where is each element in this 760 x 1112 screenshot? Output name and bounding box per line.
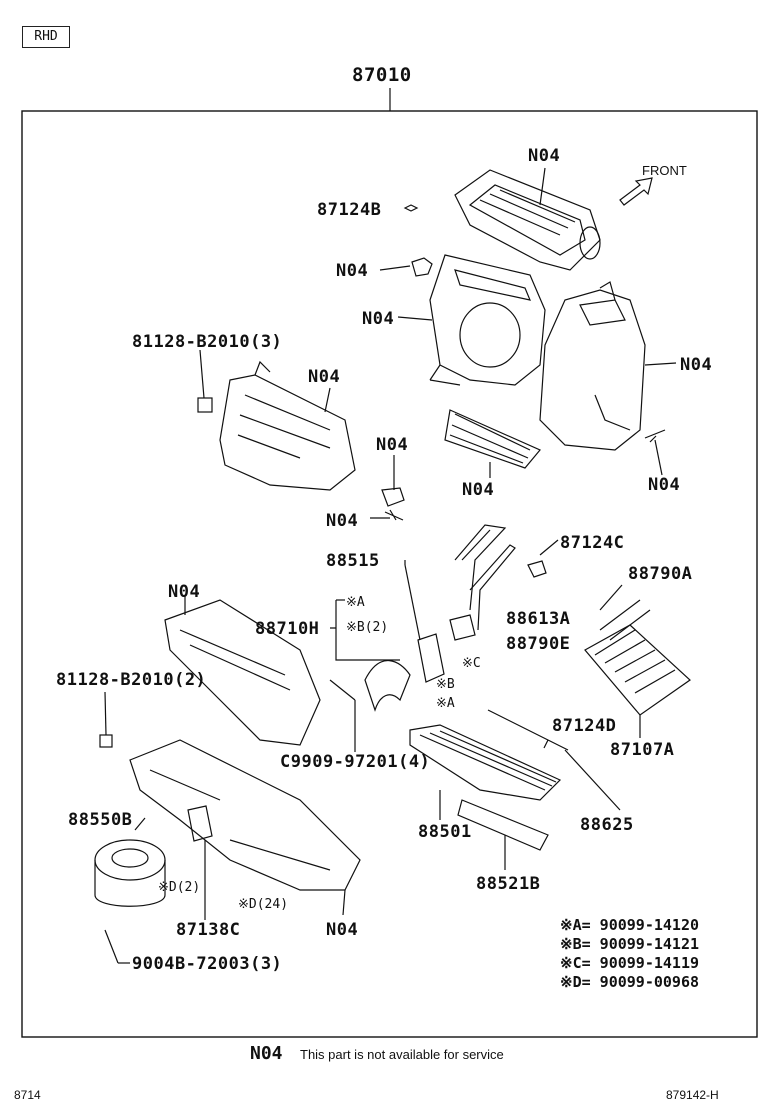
- ref-a-1: ※A: [346, 595, 365, 610]
- page-number-right: 879142-H: [666, 1088, 719, 1102]
- legend-row: ※B= 90099-14121: [560, 935, 700, 953]
- label-81128-b2010-2: 81128-B2010(2): [56, 670, 207, 690]
- duct-88710h: [364, 660, 411, 712]
- label-88710h: 88710H: [255, 619, 320, 639]
- label-n04-clip: N04: [336, 261, 369, 281]
- label-n04-top: N04: [528, 146, 561, 166]
- page-number-left: 8714: [14, 1088, 41, 1102]
- evaporator-88501: [409, 724, 562, 801]
- resistor-87138c: [187, 805, 213, 842]
- evaporator-part: [444, 409, 541, 469]
- ref-c: ※C: [462, 656, 481, 671]
- label-88515: 88515: [326, 551, 380, 571]
- ref-d-24: ※D(24): [238, 897, 289, 912]
- screw-n04-right: [644, 429, 666, 443]
- rhd-badge: RHD: [22, 26, 70, 48]
- legend-row: ※A= 90099-14120: [560, 916, 700, 934]
- actuator-n04: [381, 487, 405, 521]
- clip-87124c: [527, 560, 547, 578]
- label-n04-lower: N04: [648, 475, 681, 495]
- label-88550b: 88550B: [68, 810, 133, 830]
- label-81128-b2010-3: 81128-B2010(3): [132, 332, 283, 352]
- label-87107a: 87107A: [610, 740, 675, 760]
- left-case-part: [429, 254, 546, 386]
- label-87124d: 87124D: [552, 716, 617, 736]
- label-88501: 88501: [418, 822, 472, 842]
- label-n04-duct: N04: [168, 582, 201, 602]
- label-n04-filter-case: N04: [462, 480, 495, 500]
- label-87124c: 87124C: [560, 533, 625, 553]
- label-n04-right-case: N04: [680, 355, 713, 375]
- label-9004b-72003-3: 9004B-72003(3): [132, 954, 283, 974]
- label-n04-blower: N04: [326, 920, 359, 940]
- ref-b: ※B: [436, 677, 455, 692]
- filter-88521b: [457, 799, 549, 851]
- label-88790a: 88790A: [628, 564, 693, 584]
- footer-n04-tag: N04: [250, 1043, 283, 1064]
- label-c9909-97201-4: C9909-97201(4): [280, 752, 431, 772]
- sensor-88625: [487, 709, 569, 751]
- front-arrow-icon: [619, 177, 653, 206]
- label-n04-case-left: N04: [362, 309, 395, 329]
- mode-case-part: [219, 360, 356, 491]
- footer-note: This part is not available for service: [300, 1047, 504, 1062]
- label-88625: 88625: [580, 815, 634, 835]
- right-case-part: [539, 281, 646, 451]
- clip-87124b: [403, 204, 419, 212]
- front-label: FRONT: [642, 163, 687, 178]
- heater-core-part: [584, 599, 691, 716]
- top-cover-part: [454, 169, 601, 271]
- clip-81128-2: [99, 734, 113, 748]
- label-87124b: 87124B: [317, 200, 382, 220]
- label-88521b: 88521B: [476, 874, 541, 894]
- clip-n04: [411, 257, 433, 277]
- label-88613a: 88613A: [506, 609, 571, 629]
- ref-d-2: ※D(2): [158, 880, 201, 895]
- assembly-number: 87010: [352, 64, 412, 86]
- label-n04-inner-case: N04: [308, 367, 341, 387]
- label-n04-screw: N04: [376, 435, 409, 455]
- blower-motor-part: [94, 839, 166, 907]
- label-88790e: 88790E: [506, 634, 571, 654]
- ref-b-2: ※B(2): [346, 620, 389, 635]
- legend-row: ※D= 90099-00968: [560, 973, 700, 991]
- bolt-c9909: [329, 679, 356, 701]
- servo-88515: [417, 633, 445, 683]
- label-87138c: 87138C: [176, 920, 241, 940]
- label-n04-actuator: N04: [326, 511, 359, 531]
- legend-row: ※C= 90099-14119: [560, 954, 700, 972]
- lower-duct-part: [164, 599, 321, 746]
- heater-pipe-part: [449, 524, 516, 641]
- ref-a-2: ※A: [436, 696, 455, 711]
- clip-81128-3: [197, 397, 213, 413]
